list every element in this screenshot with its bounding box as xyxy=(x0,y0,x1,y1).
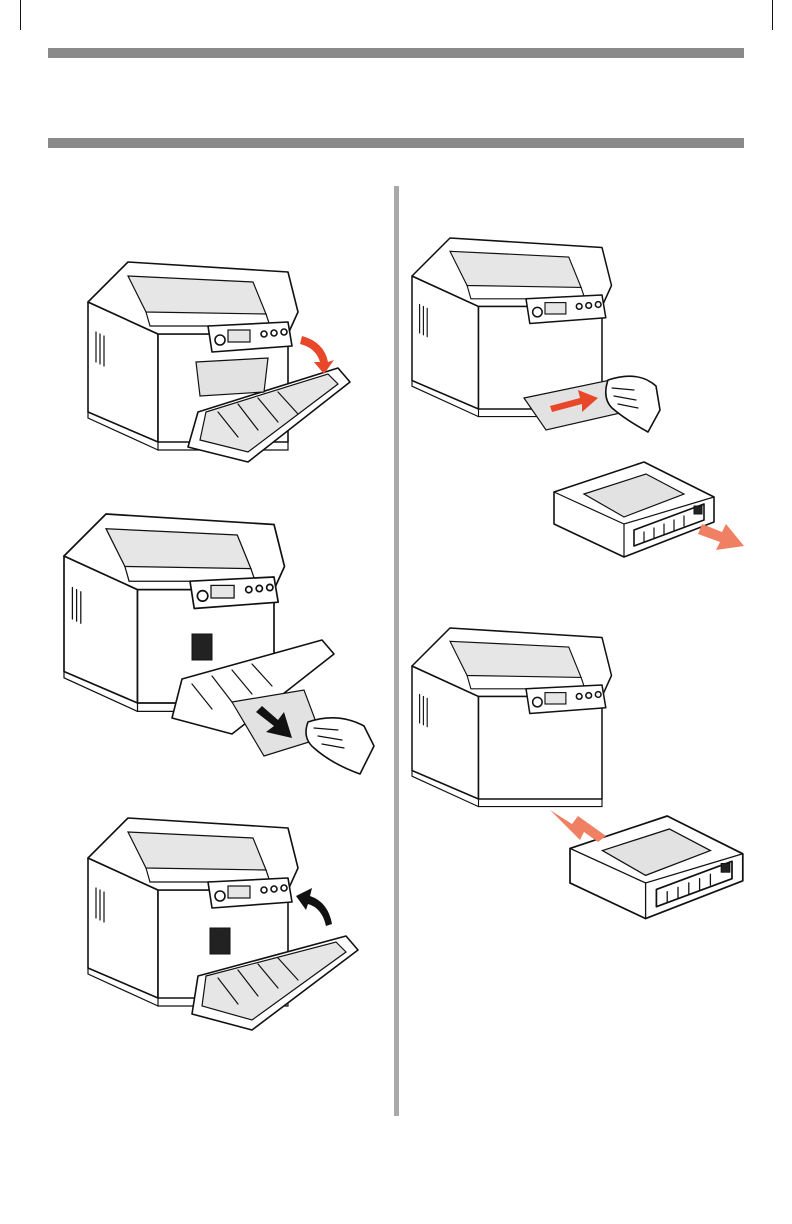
column-divider xyxy=(394,186,399,1116)
crop-mark-left xyxy=(20,0,21,30)
arrow-down-right-red-icon xyxy=(698,524,744,550)
reinsert-paper-tray-illustration xyxy=(412,628,746,938)
header-rule-top xyxy=(48,48,744,58)
remove-jammed-paper-front-illustration xyxy=(52,514,382,776)
paper-tray-removed-illustration xyxy=(554,468,746,554)
arrow-up-black-icon xyxy=(296,888,332,926)
printer-front-cover-close-illustration xyxy=(88,818,360,1043)
crop-mark-right xyxy=(772,0,773,30)
printer-front-cover-open-illustration xyxy=(88,262,358,477)
arrow-down-red-icon xyxy=(300,336,334,374)
arrow-up-left-red-icon xyxy=(550,810,606,842)
pull-paper-from-tray-illustration xyxy=(412,238,662,440)
header-rule-bottom xyxy=(48,138,744,148)
